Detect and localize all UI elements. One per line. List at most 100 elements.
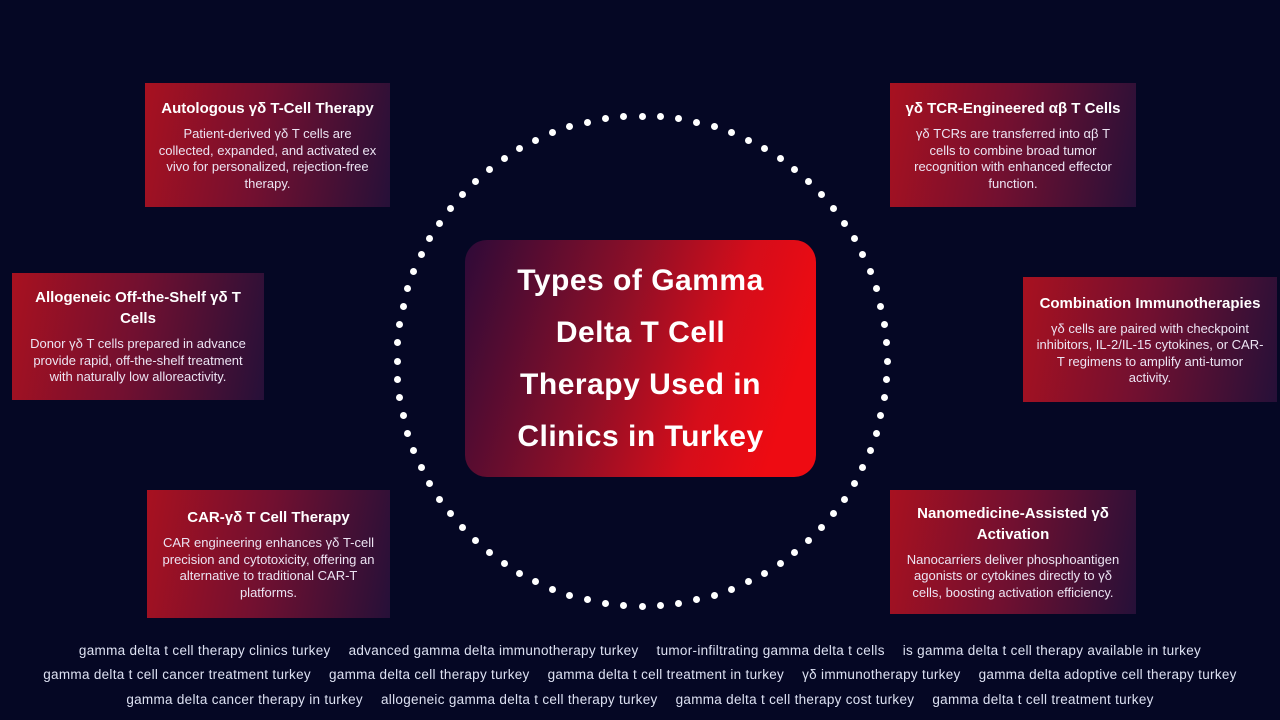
info-box-body: Nanocarriers deliver phosphoantigen agon… <box>906 551 1120 600</box>
circle-dot <box>840 219 848 227</box>
circle-dot <box>818 524 826 532</box>
info-box-title: Autologous γδ T-Cell Therapy <box>161 100 374 117</box>
circle-dot <box>584 596 591 604</box>
circle-dot <box>399 303 407 310</box>
circle-dot <box>883 357 891 365</box>
info-box-body: Donor γδ T cells prepared in advance pro… <box>30 336 246 385</box>
circle-dot <box>805 177 813 185</box>
info-box-title: Combination Immunotherapies <box>1039 294 1261 312</box>
circle-dot <box>744 136 752 144</box>
circle-dot <box>880 394 888 401</box>
info-box-tcr-engineered: γδ TCR-Engineered αβ T Cells γδ TCRs are… <box>890 83 1136 207</box>
footer-keyword: gamma delta t cell therapy cost turkey <box>675 691 915 707</box>
circle-dot <box>532 578 540 586</box>
circle-dot <box>394 375 402 383</box>
circle-dot <box>436 219 444 227</box>
circle-dot <box>410 268 418 275</box>
circle-dot <box>404 429 412 437</box>
circle-dot <box>426 480 434 487</box>
footer-keyword: gamma delta cell therapy turkey <box>328 667 530 682</box>
circle-dot <box>393 357 401 365</box>
circle-dot <box>436 495 444 503</box>
circle-dot <box>471 537 479 545</box>
keyword-line: gamma delta t cell therapy clinics turke… <box>0 639 1280 664</box>
circle-dot <box>417 251 425 259</box>
circle-dot <box>656 601 664 609</box>
circle-dot <box>500 155 508 163</box>
footer-keyword: gamma delta t cell treatment turkey <box>932 691 1154 707</box>
circle-dot <box>566 591 574 599</box>
circle-dot <box>584 118 591 126</box>
circle-dot <box>549 585 556 593</box>
circle-dot <box>866 447 874 454</box>
circle-dot <box>859 463 867 471</box>
circle-dot <box>417 463 425 471</box>
footer-keyword: γδ immunotherapy turkey <box>802 667 961 682</box>
circle-dot <box>566 123 574 131</box>
circle-dot <box>882 375 890 383</box>
circle-dot <box>656 113 664 121</box>
footer-keyword: advanced gamma delta immunotherapy turke… <box>348 642 639 658</box>
circle-dot <box>872 285 880 293</box>
circle-dot <box>791 549 799 556</box>
circle-dot <box>850 235 858 242</box>
center-title-line: Delta T Cell <box>555 315 726 349</box>
footer-keyword: tumor-infiltrating gamma delta t cells <box>656 642 885 658</box>
circle-dot <box>447 204 454 212</box>
circle-dot <box>447 510 454 518</box>
circle-dot <box>410 447 418 454</box>
center-title-line: Clinics in Turkey <box>517 419 764 453</box>
circle-dot <box>830 510 837 518</box>
info-box-autologous: Autologous γδ T-Cell Therapy Patient-der… <box>145 83 390 207</box>
info-box-body: γδ TCRs are transferred into αβ T cells … <box>914 126 1112 191</box>
circle-dot <box>471 177 479 185</box>
info-box-title: CAR-γδ T Cell Therapy <box>187 509 350 526</box>
circle-dot <box>399 412 407 419</box>
circle-dot <box>850 480 858 487</box>
circle-dot <box>396 394 404 401</box>
info-box-title: Allogeneic Off-the-Shelf γδ T Cells <box>35 289 241 328</box>
info-box-body: Patient-derived γδ T cells are collected… <box>158 126 377 191</box>
circle-dot <box>675 599 682 607</box>
circle-dot <box>818 190 826 198</box>
footer-keyword: gamma delta t cell cancer treatment turk… <box>43 667 311 682</box>
circle-dot <box>693 118 700 126</box>
circle-dot <box>404 285 412 293</box>
footer-keyword: gamma delta t cell therapy clinics turke… <box>78 642 331 658</box>
info-box-combination: Combination Immunotherapies γδ cells are… <box>1023 277 1277 402</box>
circle-dot <box>866 268 874 275</box>
info-box-body: γδ cells are paired with checkpoint inhi… <box>1036 320 1264 386</box>
circle-dot <box>602 115 609 123</box>
circle-dot <box>840 495 848 503</box>
circle-dot <box>396 321 404 328</box>
circle-dot <box>500 559 508 567</box>
circle-dot <box>426 235 434 242</box>
info-box-title: γδ TCR-Engineered αβ T Cells <box>905 100 1121 117</box>
circle-dot <box>728 585 735 593</box>
circle-dot <box>620 113 628 121</box>
circle-dot <box>830 204 837 212</box>
circle-dot <box>877 412 885 419</box>
circle-dot <box>761 569 768 577</box>
circle-dot <box>549 129 556 137</box>
seo-keyword-footer: gamma delta t cell therapy clinics turke… <box>0 639 1280 713</box>
circle-dot <box>693 596 700 604</box>
footer-keyword: allogeneic gamma delta t cell therapy tu… <box>380 691 658 707</box>
circle-dot <box>516 145 523 153</box>
circle-dot <box>776 559 784 567</box>
circle-dot <box>877 303 885 310</box>
circle-dot <box>744 578 752 586</box>
circle-dot <box>882 339 890 347</box>
circle-dot <box>880 321 888 328</box>
circle-dot <box>710 123 718 131</box>
circle-dot <box>805 537 813 545</box>
circle-dot <box>710 591 718 599</box>
circle-dot <box>728 129 735 137</box>
footer-keyword: gamma delta adoptive cell therapy turkey <box>978 667 1237 682</box>
circle-dot <box>602 599 609 607</box>
circle-dot <box>620 601 628 609</box>
circle-dot <box>638 112 646 120</box>
circle-dot <box>675 115 682 123</box>
circle-dot <box>776 155 784 163</box>
